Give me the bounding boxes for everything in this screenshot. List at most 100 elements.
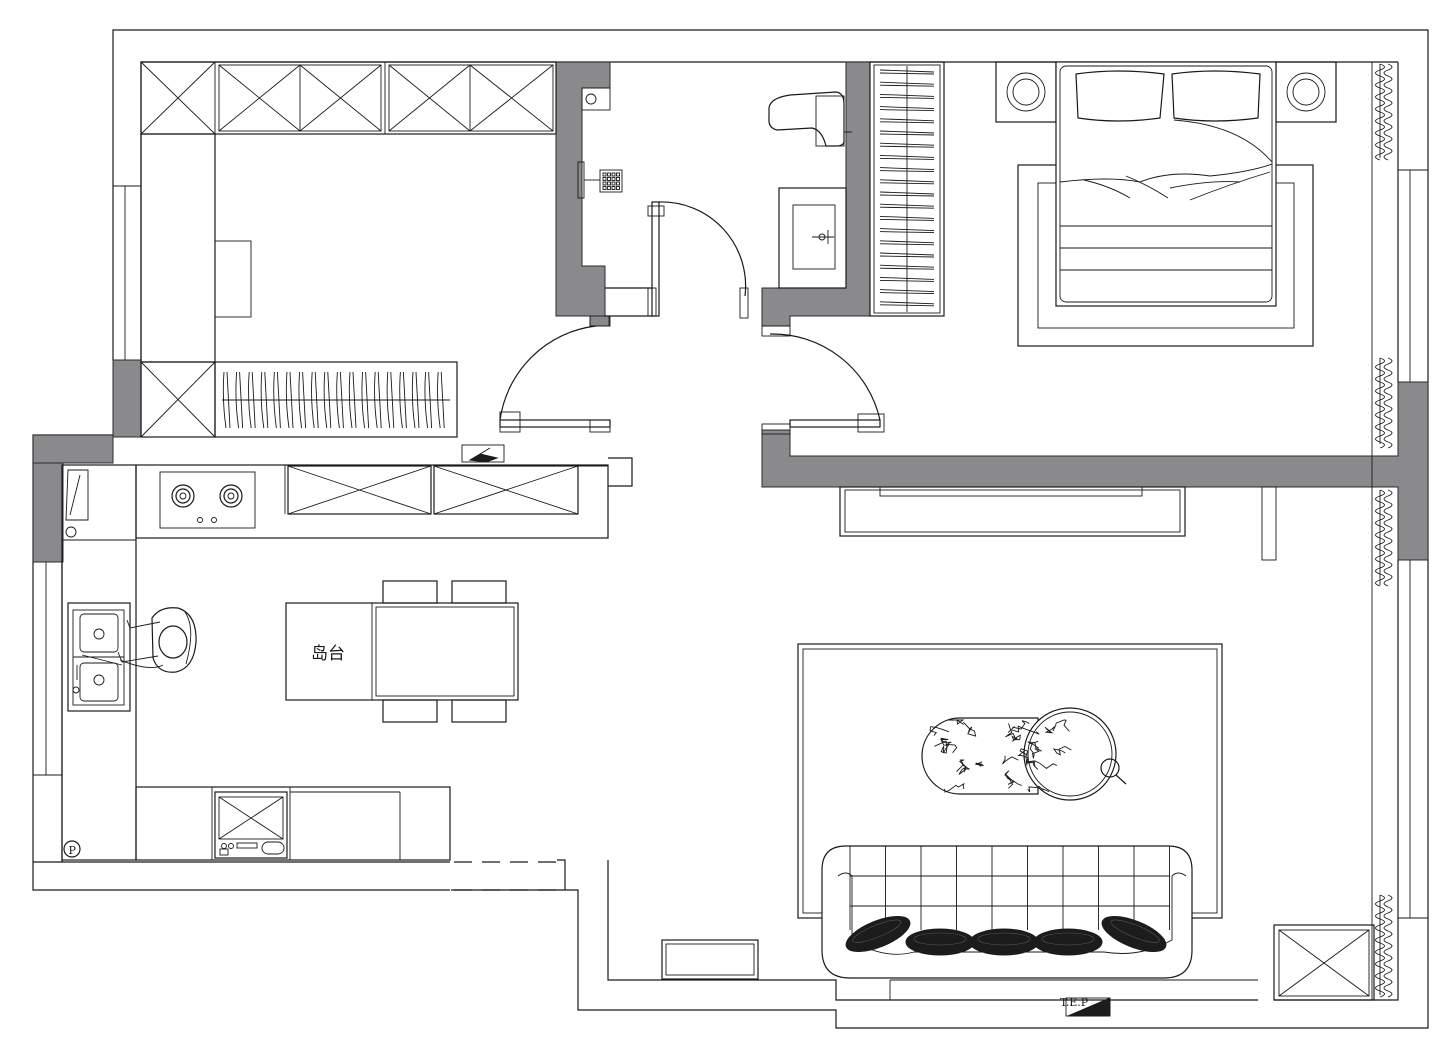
hanger xyxy=(879,267,935,270)
hanger xyxy=(879,167,935,171)
drain-hole xyxy=(607,172,611,177)
marble-vein xyxy=(1029,743,1040,759)
hanger xyxy=(879,252,935,256)
island-table: 岛台 xyxy=(285,580,519,723)
radiator-coil xyxy=(1383,357,1393,449)
hanger xyxy=(879,243,935,246)
drain-hole xyxy=(602,172,607,177)
hanger xyxy=(302,371,307,429)
hanger xyxy=(879,179,935,183)
magnifier-icon xyxy=(1100,758,1127,785)
radiators xyxy=(1375,63,1393,998)
hanger xyxy=(879,106,935,110)
marble-vein xyxy=(1006,777,1016,789)
drain-hole xyxy=(607,181,611,186)
hanger xyxy=(226,371,231,429)
cushion-highlight xyxy=(977,932,1031,946)
drain-hole xyxy=(602,177,607,181)
coffee-table-oval xyxy=(921,717,1039,795)
hanger xyxy=(251,371,256,429)
marble-vein xyxy=(1004,770,1022,786)
hanger xyxy=(273,371,277,429)
nightstand-left xyxy=(995,61,1057,123)
radiator-coil xyxy=(1383,894,1393,998)
drain-hole xyxy=(616,177,620,181)
hanger xyxy=(879,194,935,197)
drain-hole xyxy=(602,181,607,186)
hanger xyxy=(879,145,935,148)
hanger xyxy=(879,130,935,134)
marble-vein xyxy=(944,782,965,793)
hanger xyxy=(399,371,403,429)
radiator-coil xyxy=(1375,357,1385,449)
pillow-left xyxy=(1075,70,1165,122)
hanger xyxy=(879,279,935,282)
hanger xyxy=(260,371,265,429)
hanger xyxy=(440,371,445,429)
hanger xyxy=(879,231,935,234)
tep-label: T.E.P xyxy=(1060,996,1089,1009)
hanger xyxy=(879,228,935,232)
hanger xyxy=(348,371,353,429)
structural-walls xyxy=(32,61,1429,563)
hanger xyxy=(323,371,328,429)
hanger xyxy=(879,154,935,158)
hanger xyxy=(352,371,357,429)
kitchen-counters: P xyxy=(61,444,633,861)
radiator-coil xyxy=(1383,63,1393,161)
hanger xyxy=(879,93,935,97)
radiator-coil xyxy=(1375,894,1385,998)
marble-vein xyxy=(1052,719,1070,732)
person-figure xyxy=(117,607,197,673)
marble-vein xyxy=(956,759,967,773)
hanger xyxy=(298,371,303,429)
hanger xyxy=(377,371,382,429)
hanger xyxy=(239,371,244,429)
marble-vein xyxy=(1017,750,1039,770)
hanger xyxy=(285,371,290,429)
hanger xyxy=(879,142,935,146)
hanger xyxy=(879,72,935,75)
living-room: T.E.P xyxy=(661,62,1375,1017)
hanger xyxy=(264,371,269,429)
hanger xyxy=(879,292,935,295)
hanger xyxy=(248,371,252,429)
tv-cabinet xyxy=(839,486,1277,561)
bedroom xyxy=(995,61,1337,347)
hanger xyxy=(879,81,935,85)
entry-opening xyxy=(454,861,560,891)
gas-stove xyxy=(159,471,256,529)
drain-hole xyxy=(611,186,616,190)
hanger xyxy=(879,121,935,124)
cushion-highlight xyxy=(1110,919,1160,943)
marble-vein xyxy=(1011,725,1040,735)
hanger xyxy=(365,371,370,429)
hanger xyxy=(879,182,935,185)
toilet xyxy=(768,91,845,147)
hanger xyxy=(879,218,935,221)
drain-hole xyxy=(611,177,616,181)
hanger xyxy=(411,371,416,429)
shower-drain xyxy=(599,169,623,193)
drain-hole xyxy=(611,172,616,177)
wall-cabinets-top xyxy=(140,61,557,438)
hanger xyxy=(424,371,429,429)
pillow-right xyxy=(1171,70,1261,122)
sofa-cushion xyxy=(1033,928,1103,956)
hanger xyxy=(879,301,935,305)
doors xyxy=(499,201,885,435)
drain-hole xyxy=(616,172,620,177)
hanger xyxy=(402,371,407,429)
marble-vein xyxy=(1027,785,1050,793)
hanger xyxy=(879,203,935,207)
drain-hole xyxy=(602,186,607,190)
drain-hole xyxy=(607,177,611,181)
marble-vein xyxy=(1002,755,1019,765)
cushion-highlight xyxy=(1041,932,1095,946)
hanger xyxy=(879,84,935,87)
hanger xyxy=(879,206,935,209)
marble-vein xyxy=(1011,734,1021,742)
marble-vein xyxy=(1044,726,1056,734)
hanger xyxy=(879,133,935,136)
